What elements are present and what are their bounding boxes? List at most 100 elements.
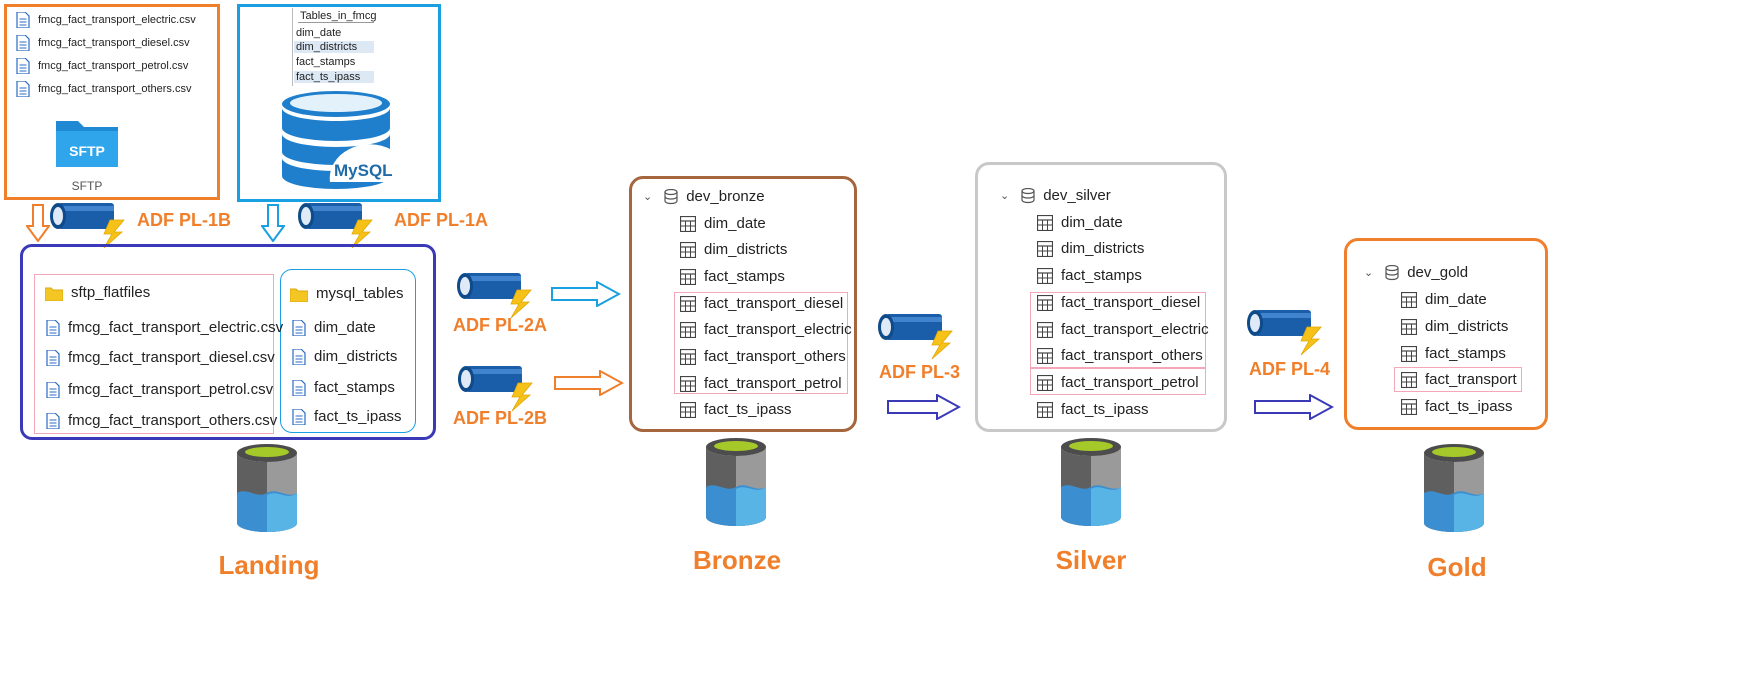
table-name: fact_stamps — [1061, 267, 1142, 284]
table-row[interactable]: dim_districts — [680, 241, 787, 258]
table-name: fact_stamps — [1425, 345, 1506, 362]
table-name: fact_transport_others — [704, 348, 846, 365]
table-row[interactable]: dim_districts — [1401, 318, 1508, 335]
table-icon — [1401, 398, 1417, 415]
file-name: dim_districts — [314, 348, 398, 365]
table-row[interactable]: fact_transport_petrol — [1037, 374, 1199, 391]
table-row[interactable]: fact_stamps — [1401, 345, 1506, 362]
table-icon — [680, 375, 696, 392]
table-icon — [1037, 401, 1053, 418]
table-row[interactable]: dim_date — [680, 215, 766, 232]
table-icon — [1401, 345, 1417, 362]
file-icon — [292, 319, 306, 336]
sftp-file-name: fmcg_fact_transport_petrol.csv — [38, 60, 189, 72]
db-tree-row[interactable]: ⌄ dev_bronze — [643, 188, 765, 205]
file-icon — [16, 35, 30, 51]
table-icon — [1037, 294, 1053, 311]
table-icon — [680, 321, 696, 338]
sftp-file-row: fmcg_fact_transport_others.csv — [16, 81, 191, 97]
table-row[interactable]: fact_transport_diesel — [1037, 294, 1200, 311]
sftp-folder-icon: SFTP — [54, 115, 120, 169]
table-icon — [1037, 321, 1053, 338]
sftp-file-row: fmcg_fact_transport_diesel.csv — [16, 35, 190, 51]
db-name: dev_bronze — [686, 188, 765, 205]
table-row[interactable]: dim_districts — [1037, 240, 1144, 257]
table-row[interactable]: dim_date — [1401, 291, 1487, 308]
landing-file-row[interactable]: fmcg_fact_transport_others.csv — [46, 412, 277, 429]
table-row[interactable]: fact_transport_others — [1037, 347, 1203, 364]
arrow-down-blue — [260, 204, 286, 247]
folder-row[interactable]: sftp_flatfiles — [45, 284, 150, 301]
stage-label-gold: Gold — [1427, 552, 1487, 582]
sftp-file-name: fmcg_fact_transport_electric.csv — [38, 14, 196, 26]
table-row[interactable]: dim_date — [1037, 214, 1123, 231]
file-name: fmcg_fact_transport_diesel.csv — [68, 349, 275, 366]
chevron-down-icon[interactable]: ⌄ — [643, 191, 653, 203]
landing-file-row[interactable]: fmcg_fact_transport_electric.csv — [46, 319, 283, 336]
table-row[interactable]: fact_transport_diesel — [680, 295, 843, 312]
folder-row[interactable]: mysql_tables — [290, 285, 404, 302]
table-row[interactable]: fact_ts_ipass — [680, 401, 792, 418]
file-icon — [292, 379, 306, 396]
data-lake-icon — [235, 443, 299, 544]
table-row[interactable]: fact_ts_ipass — [1037, 401, 1149, 418]
table-name: fact_transport — [1425, 371, 1517, 388]
mysql-table-item: dim_date — [296, 27, 342, 39]
table-row[interactable]: fact_ts_ipass — [1401, 398, 1513, 415]
table-name: fact_transport_electric — [704, 321, 852, 338]
landing-file-row[interactable]: fact_ts_ipass — [292, 408, 402, 425]
database-icon — [1021, 187, 1035, 203]
sftp-source-box — [4, 4, 220, 200]
table-row[interactable]: fact_transport — [1401, 371, 1517, 388]
mysql-source-box — [237, 4, 441, 202]
arrow-right-navy — [1254, 393, 1335, 425]
table-row[interactable]: fact_stamps — [680, 268, 785, 285]
table-icon — [680, 401, 696, 418]
table-name: dim_districts — [1061, 240, 1145, 257]
table-name: fact_transport_electric — [1061, 321, 1209, 338]
pipeline-label: ADF PL-3 — [879, 362, 960, 382]
file-icon — [292, 348, 306, 365]
table-name: fact_ts_ipass — [1061, 401, 1149, 418]
database-icon — [664, 188, 678, 204]
table-name: fact_ts_ipass — [1425, 398, 1513, 415]
silver-container — [975, 162, 1227, 432]
silver-fact-transport-group — [1030, 292, 1206, 368]
db-name: dev_silver — [1043, 187, 1111, 204]
table-row[interactable]: fact_transport_others — [680, 348, 846, 365]
table-name: fact_transport_others — [1061, 347, 1203, 364]
landing-file-row[interactable]: fact_stamps — [292, 379, 395, 396]
stage-label-landing: Landing — [218, 550, 320, 580]
table-icon — [680, 268, 696, 285]
sftp-file-name: fmcg_fact_transport_diesel.csv — [38, 37, 190, 49]
folder-name: sftp_flatfiles — [71, 284, 151, 301]
chevron-down-icon[interactable]: ⌄ — [1000, 190, 1010, 202]
stage-label-silver: Silver — [1055, 545, 1127, 575]
table-name: fact_stamps — [704, 268, 785, 285]
file-name: dim_date — [314, 319, 376, 336]
mysql-database-icon: MySQL — [280, 90, 393, 190]
db-tree-row[interactable]: ⌄ dev_silver — [1000, 187, 1111, 204]
silver-fact-transport-petrol-box — [1030, 368, 1206, 395]
table-icon — [680, 241, 696, 258]
file-icon — [16, 58, 30, 74]
database-icon — [1385, 264, 1399, 280]
chevron-down-icon[interactable]: ⌄ — [1364, 267, 1374, 279]
db-name: dev_gold — [1407, 264, 1469, 281]
table-row[interactable]: fact_transport_petrol — [680, 375, 842, 392]
landing-mysql-panel — [280, 269, 416, 433]
bronze-fact-transport-group — [674, 292, 848, 394]
table-row[interactable]: fact_transport_electric — [680, 321, 852, 338]
table-icon — [1037, 267, 1053, 284]
mysql-header: Tables_in_fmcg — [298, 10, 377, 23]
landing-file-row[interactable]: fmcg_fact_transport_petrol.csv — [46, 381, 273, 398]
table-icon — [1037, 240, 1053, 257]
landing-file-row[interactable]: dim_date — [292, 319, 376, 336]
table-row[interactable]: fact_stamps — [1037, 267, 1142, 284]
landing-file-row[interactable]: fmcg_fact_transport_diesel.csv — [46, 349, 275, 366]
table-name: dim_districts — [1425, 318, 1509, 335]
db-tree-row[interactable]: ⌄ dev_gold — [1364, 264, 1468, 281]
landing-file-row[interactable]: dim_districts — [292, 348, 397, 365]
table-row[interactable]: fact_transport_electric — [1037, 321, 1209, 338]
sftp-label: SFTP — [71, 179, 103, 193]
